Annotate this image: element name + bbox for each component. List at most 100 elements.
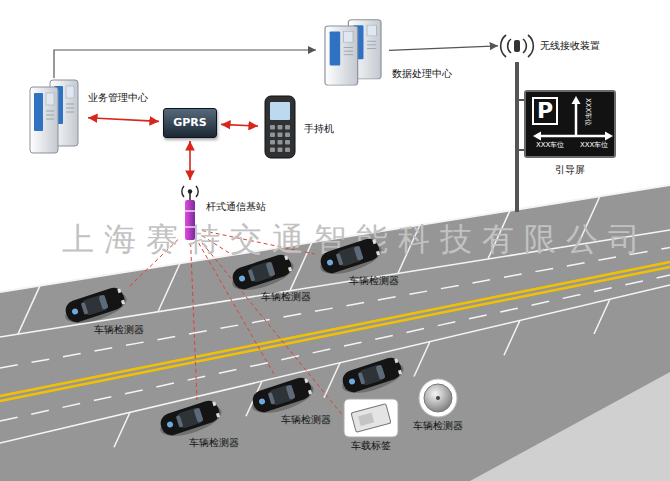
server-icon [318, 18, 388, 86]
gprs-box: GPRS [163, 108, 217, 138]
detector-label: 车辆检测器 [189, 437, 239, 449]
handheld-key [278, 140, 283, 145]
server-label: 业务管理中心 [88, 92, 148, 104]
detector-label: 车辆检测器 [281, 414, 331, 426]
server-screen [367, 25, 376, 36]
vehicle-detector: 车辆检测器 [412, 378, 464, 434]
server-slot [46, 119, 54, 120]
server-slot [367, 44, 376, 45]
parking-bay-line [0, 285, 670, 443]
car-icon [227, 254, 297, 290]
server-slot [367, 41, 376, 42]
handheld-key [270, 148, 275, 153]
signal-wave [182, 186, 184, 197]
server-panel [34, 93, 43, 131]
link-arrow [189, 141, 191, 180]
curb-line [0, 185, 670, 292]
handheld-key [270, 125, 275, 130]
detector-label: 车辆检测器 [413, 420, 463, 432]
wireless-icon [500, 28, 534, 62]
server-body [30, 87, 58, 153]
server-screen [344, 31, 353, 42]
parked-car-detector: 车辆检测器 [247, 377, 333, 427]
server-slot [66, 112, 74, 113]
station-body [185, 200, 195, 240]
wireless-receiver: 无线接收装置 [500, 28, 534, 62]
antenna-mast [189, 193, 191, 200]
screen-label: 引导屏 [555, 164, 585, 176]
handheld-key [278, 148, 283, 153]
handheld-key [285, 148, 290, 153]
wireless-link [191, 243, 197, 400]
server-slot [344, 54, 353, 55]
server-slot [46, 111, 54, 112]
management-server: 业务管理中心 [24, 78, 84, 154]
antenna-body [514, 40, 520, 52]
parked-car [61, 285, 130, 330]
station-band [185, 210, 195, 212]
signal-wave [501, 35, 506, 57]
handheld-screen [270, 102, 290, 120]
tag-card-body [351, 404, 391, 433]
sensor-icon [412, 378, 464, 418]
server-label: 数据处理中心 [392, 68, 452, 80]
server-icon [24, 78, 84, 154]
parked-car [156, 398, 225, 443]
detector-label: 车辆检测器 [349, 275, 399, 287]
parked-car-detector: 车辆检测器 [227, 254, 313, 304]
arrow-shaft [540, 135, 606, 138]
handheld-body [265, 96, 295, 158]
server-panel [330, 31, 341, 65]
parked-car [338, 355, 407, 400]
tag-label: 车载标签 [351, 440, 391, 452]
handheld-key [285, 125, 290, 130]
guidance-screen: PXXX车位XXX车位XXX车位引导屏 [524, 90, 616, 158]
car-icon [247, 377, 317, 413]
link-arrow [221, 124, 258, 126]
handheld-key [270, 133, 275, 138]
car-icon [60, 287, 130, 323]
sensor-center [436, 396, 440, 400]
detector-label: 车辆检测器 [261, 291, 311, 303]
detector-label: 车辆检测器 [94, 324, 144, 336]
parked-car-detector: 车辆检测器 [315, 238, 401, 288]
parked-car-detector: 车辆检测器 [155, 400, 241, 450]
link-arrow [88, 118, 159, 122]
handheld-key [270, 140, 275, 145]
center-line [0, 267, 670, 401]
server-slot [46, 115, 54, 116]
signal-wave [528, 35, 533, 57]
inset-frame [344, 399, 398, 437]
arrow-head [605, 132, 613, 141]
lane-line [0, 275, 670, 421]
server-slot [344, 51, 353, 52]
handheld-terminal: 手持机 [262, 95, 298, 159]
space-count: XXX车位 [580, 141, 608, 149]
flow-arrow [54, 50, 316, 78]
handheld-key [285, 140, 290, 145]
arrow-shaft [575, 102, 578, 137]
signal-wave [523, 39, 526, 53]
parking-symbol: P [532, 97, 558, 125]
sign-pole [515, 62, 519, 212]
handheld-key [278, 125, 283, 130]
server-slot [367, 48, 376, 49]
arrow-head [572, 96, 581, 104]
station-band [185, 226, 195, 228]
parked-car [248, 375, 317, 420]
tag-card [351, 404, 391, 433]
sensor-body [424, 384, 452, 412]
server-screen [66, 86, 74, 98]
car-icon [155, 400, 225, 436]
server-slot [66, 104, 74, 105]
server-screen [46, 93, 54, 105]
road-surface [0, 185, 670, 481]
tag-icon [343, 398, 399, 438]
receiver-label: 无线接收装置 [540, 40, 600, 52]
vehicle-tag: 车载标签 [343, 398, 399, 454]
sidewalk [470, 372, 670, 481]
server-body [325, 26, 358, 85]
parked-car [228, 252, 297, 297]
inset-frame [419, 379, 457, 417]
